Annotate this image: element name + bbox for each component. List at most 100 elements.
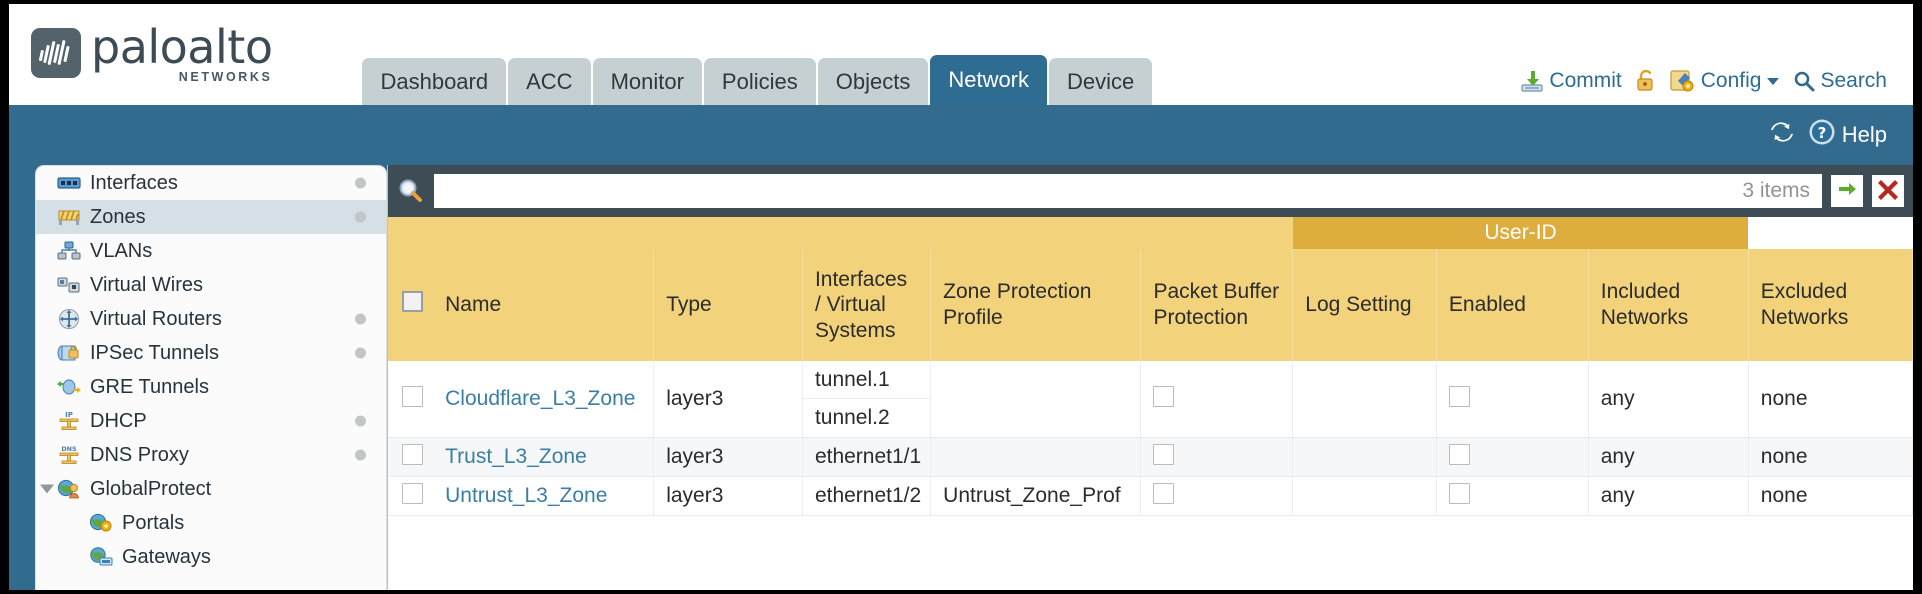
commit-button[interactable]: Commit	[1520, 69, 1622, 93]
tab-network[interactable]: Network	[930, 55, 1048, 105]
table-row[interactable]: Untrust_L3_Zone layer3 ethernet1/2 Untru…	[388, 476, 1913, 516]
column-header-excluded-networks[interactable]: Excluded Networks	[1748, 249, 1913, 361]
tab-monitor[interactable]: Monitor	[592, 58, 702, 105]
userid-enabled-checkbox[interactable]	[1448, 385, 1470, 407]
sidebar-item-label: Interfaces	[90, 171, 178, 194]
sidebar-item-zones[interactable]: Zones	[36, 200, 386, 234]
zone-name-link[interactable]: Trust_L3_Zone	[445, 445, 587, 468]
ipsec-tunnels-icon	[56, 342, 82, 364]
globalprotect-icon	[56, 478, 82, 500]
svg-text:?: ?	[1817, 124, 1826, 142]
sidebar-item-gateways[interactable]: Gateways	[36, 540, 386, 574]
zones-table-wrap[interactable]: User-ID Name Type Interfaces / Virtual S…	[388, 217, 1913, 590]
network-sidebar: Interfaces Zones	[35, 165, 387, 590]
sidebar-item-gre-tunnels[interactable]: GRE Tunnels	[36, 370, 386, 404]
config-label: Config	[1700, 69, 1762, 92]
tab-device[interactable]: Device	[1049, 58, 1153, 105]
packet-buffer-protection-checkbox[interactable]	[1153, 482, 1175, 504]
apply-filter-button[interactable]	[1831, 175, 1863, 207]
packet-buffer-protection-checkbox[interactable]	[1153, 443, 1175, 465]
help-label: Help	[1841, 122, 1887, 147]
status-dot	[355, 449, 366, 461]
select-all-header[interactable]	[388, 249, 434, 361]
cell-name[interactable]: Cloudflare_L3_Zone	[433, 361, 655, 438]
commit-icon	[1520, 69, 1544, 93]
status-dot	[355, 415, 366, 427]
cell-userid-enabled[interactable]	[1436, 476, 1589, 516]
tab-acc[interactable]: ACC	[508, 58, 591, 105]
cell-packet-buffer-protection[interactable]	[1140, 476, 1294, 516]
sidebar-item-label: GRE Tunnels	[90, 375, 209, 398]
cell-packet-buffer-protection[interactable]	[1140, 437, 1294, 477]
cell-included-networks: any	[1588, 437, 1749, 477]
column-header-zone-protection-profile[interactable]: Zone Protection Profile	[930, 249, 1142, 361]
sidebar-item-interfaces[interactable]: Interfaces	[36, 166, 386, 200]
group-header-row: User-ID	[388, 217, 1913, 249]
tab-policies[interactable]: Policies	[703, 58, 816, 105]
interface-entry: ethernet1/2	[814, 484, 922, 507]
row-select-cell[interactable]	[388, 361, 434, 438]
table-row[interactable]: Trust_L3_Zone layer3 ethernet1/1	[388, 437, 1913, 477]
row-select-checkbox[interactable]	[402, 385, 423, 407]
zone-name-link[interactable]: Cloudflare_L3_Zone	[445, 387, 636, 410]
search-input[interactable]: 3 items	[434, 174, 1822, 208]
group-header-user-id: User-ID	[1292, 217, 1749, 249]
column-header-interfaces-virtual-systems[interactable]: Interfaces / Virtual Systems	[802, 249, 932, 361]
userid-enabled-checkbox[interactable]	[1448, 443, 1470, 465]
tab-dashboard[interactable]: Dashboard	[362, 58, 507, 105]
column-header-name[interactable]: Name	[433, 249, 655, 361]
search-button[interactable]: Search	[1793, 69, 1887, 93]
interface-entry: ethernet1/1	[814, 445, 922, 468]
cell-log-setting	[1292, 476, 1437, 516]
zones-table: User-ID Name Type Interfaces / Virtual S…	[388, 217, 1913, 516]
filter-bar: 3 items	[388, 165, 1913, 217]
sidebar-item-virtual-routers[interactable]: Virtual Routers	[36, 302, 386, 336]
column-header-log-setting[interactable]: Log Setting	[1292, 249, 1437, 361]
sidebar-item-portals[interactable]: Portals	[36, 506, 386, 540]
sidebar-item-label: VLANs	[90, 239, 153, 262]
tab-objects[interactable]: Objects	[817, 58, 929, 105]
cell-userid-enabled[interactable]	[1436, 437, 1589, 477]
cell-name[interactable]: Trust_L3_Zone	[433, 437, 655, 477]
row-select-checkbox[interactable]	[402, 443, 423, 465]
select-all-checkbox[interactable]	[402, 291, 423, 313]
cell-name[interactable]: Untrust_L3_Zone	[433, 476, 655, 516]
commit-label: Commit	[1549, 69, 1622, 92]
userid-enabled-checkbox[interactable]	[1448, 482, 1470, 504]
cell-packet-buffer-protection[interactable]	[1140, 361, 1294, 438]
search-magnifier-icon	[397, 177, 425, 205]
sidebar-item-vlans[interactable]: VLANs	[36, 234, 386, 268]
cell-interfaces: ethernet1/1	[802, 437, 932, 477]
brand-name: paloalto	[91, 19, 273, 74]
help-button[interactable]: ? Help	[1808, 118, 1887, 152]
table-row[interactable]: Cloudflare_L3_Zone layer3 tunnel.1 tunne…	[388, 361, 1913, 438]
chevron-down-icon[interactable]	[40, 484, 54, 494]
refresh-button[interactable]	[1769, 120, 1795, 150]
paloalto-logo-icon	[31, 28, 81, 79]
config-menu-button[interactable]: Config	[1670, 69, 1781, 93]
row-select-cell[interactable]	[388, 437, 434, 477]
status-dot	[355, 177, 366, 189]
zone-name-link[interactable]: Untrust_L3_Zone	[445, 484, 608, 507]
item-count-label: 3 items	[1742, 179, 1810, 202]
sidebar-item-label: Portals	[122, 511, 185, 534]
status-dot	[355, 347, 366, 359]
column-header-included-networks[interactable]: Included Networks	[1588, 249, 1749, 361]
column-header-enabled[interactable]: Enabled	[1436, 249, 1589, 361]
lock-button[interactable]	[1635, 69, 1657, 93]
column-header-packet-buffer-protection[interactable]: Packet Buffer Protection	[1140, 249, 1294, 361]
sidebar-item-dhcp[interactable]: IP DHCP	[36, 404, 386, 438]
brand-sub: NETWORKS	[178, 69, 273, 84]
sidebar-item-dns-proxy[interactable]: DNS DNS Proxy	[36, 438, 386, 472]
packet-buffer-protection-checkbox[interactable]	[1153, 385, 1175, 407]
row-select-cell[interactable]	[388, 476, 434, 516]
column-header-type[interactable]: Type	[653, 249, 803, 361]
brand-logo[interactable]: paloalto NETWORKS	[9, 19, 273, 106]
sidebar-item-ipsec-tunnels[interactable]: IPSec Tunnels	[36, 336, 386, 370]
sidebar-item-globalprotect[interactable]: GlobalProtect	[36, 472, 386, 506]
clear-filter-button[interactable]	[1872, 175, 1904, 207]
cell-userid-enabled[interactable]	[1436, 361, 1589, 438]
cell-type: layer3	[653, 437, 803, 477]
sidebar-item-virtual-wires[interactable]: Virtual Wires	[36, 268, 386, 302]
row-select-checkbox[interactable]	[402, 482, 423, 504]
